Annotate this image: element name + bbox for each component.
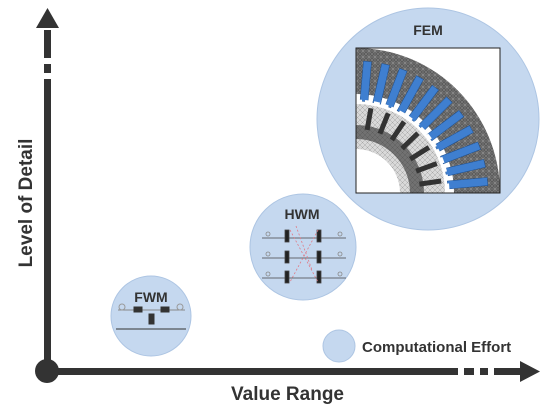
legend-swatch [322, 329, 356, 363]
axes [35, 8, 540, 383]
y-axis-break-gap-2 [40, 73, 55, 79]
x-axis-break-gap [458, 364, 464, 379]
y-axis-line [44, 30, 51, 368]
x-axis-line [58, 368, 520, 375]
hwm-label: HWM [284, 206, 320, 222]
fem-label: FEM [413, 22, 443, 38]
y-axis-label: Level of Detail [16, 138, 37, 268]
origin-dot [35, 359, 59, 383]
fem-bubble [316, 7, 540, 231]
fwm-bubble [110, 275, 192, 357]
legend-label: Computational Effort [362, 339, 512, 356]
x-axis-label: Value Range [231, 384, 344, 405]
x-axis-arrowhead [520, 361, 540, 382]
y-axis-break-gap [40, 58, 55, 64]
x-axis-break-gap-2 [474, 364, 480, 379]
hwm-circle [249, 193, 357, 301]
x-axis-break-gap-3 [488, 364, 494, 379]
hwm-bubble [249, 193, 357, 301]
fwm-schematic [116, 303, 186, 330]
fem-mesh-plot [356, 48, 500, 193]
hwm-schematic [262, 225, 346, 284]
fwm-label: FWM [134, 289, 168, 305]
y-axis-arrowhead [36, 8, 59, 28]
fem-plot-frame [355, 47, 501, 194]
